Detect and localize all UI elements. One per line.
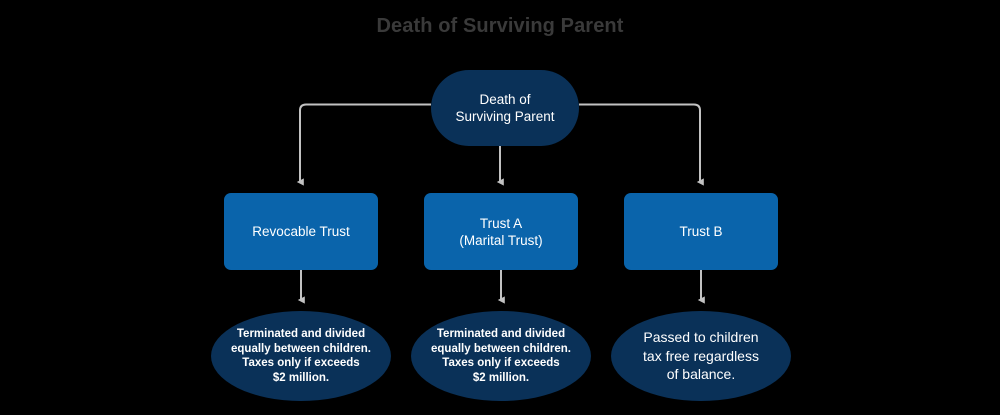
node-trust-b[interactable]: Trust B (624, 193, 778, 270)
edge-root-to-trust-b (579, 103, 704, 186)
node-revocable-trust-outcome[interactable]: Terminated and divided equally between c… (211, 311, 391, 401)
page-title: Death of Surviving Parent (376, 15, 624, 37)
node-death-of-surviving-parent[interactable]: Death of Surviving Parent (431, 70, 579, 146)
node-label: Terminated and divided equally between c… (231, 328, 371, 384)
node-label: Trust A (Marital Trust) (459, 215, 543, 248)
node-label: Terminated and divided equally between c… (431, 328, 571, 384)
node-label: Trust B (679, 224, 723, 239)
node-trust-a[interactable]: Trust A (Marital Trust) (424, 193, 578, 270)
node-label: Revocable Trust (252, 224, 350, 239)
node-trust-a-outcome[interactable]: Terminated and divided equally between c… (411, 311, 591, 401)
node-label: Death of Surviving Parent (455, 92, 555, 124)
node-label: Passed to children tax free regardless o… (643, 329, 759, 383)
node-trust-b-outcome[interactable]: Passed to children tax free regardless o… (611, 311, 791, 401)
edge-root-to-revocable-trust (296, 103, 431, 186)
node-revocable-trust[interactable]: Revocable Trust (224, 193, 378, 270)
